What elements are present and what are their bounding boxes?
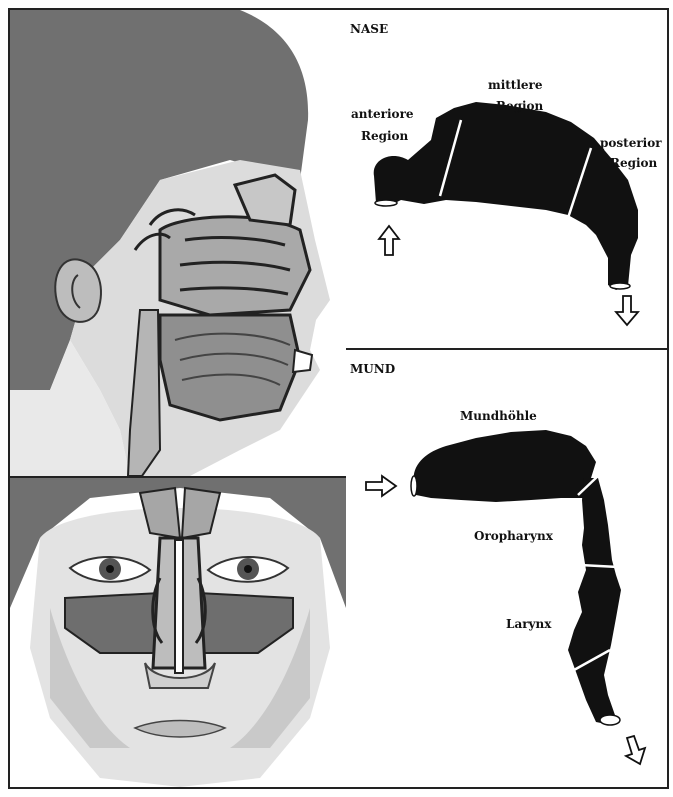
anterior-region-label-line1: anteriore <box>351 107 414 121</box>
flow-arrow-icon <box>626 736 645 764</box>
middle-region-label-line2: Region <box>496 99 544 113</box>
mund-heading: MUND <box>350 362 395 376</box>
posterior-region-label-line1: posterior <box>600 136 662 150</box>
flow-arrow-icon <box>366 476 396 496</box>
mund-panel: MUND Mundhöhle Oropharynx Larynx <box>346 348 669 789</box>
larynx-label: Larynx <box>506 617 552 631</box>
nasal-airway-shape <box>374 102 638 290</box>
flow-arrow-icon <box>379 226 399 255</box>
flow-arrow-icon <box>616 296 638 325</box>
nase-heading: NASE <box>350 22 388 36</box>
oropharynx-label: Oropharynx <box>474 529 554 543</box>
nase-panel: NASE anteriore Region mittlere Region po… <box>346 8 669 350</box>
anterior-region-label-line2: Region <box>361 129 409 143</box>
posterior-region-label-line2: Region <box>610 156 658 170</box>
sagittal-head-illustration <box>8 8 348 478</box>
frontal-face-illustration <box>8 476 348 789</box>
mundhoehle-label: Mundhöhle <box>460 409 537 423</box>
middle-region-label-line1: mittlere <box>488 78 543 92</box>
pharynx-larynx-shape <box>568 478 621 724</box>
oral-cavity-shape <box>414 430 596 502</box>
